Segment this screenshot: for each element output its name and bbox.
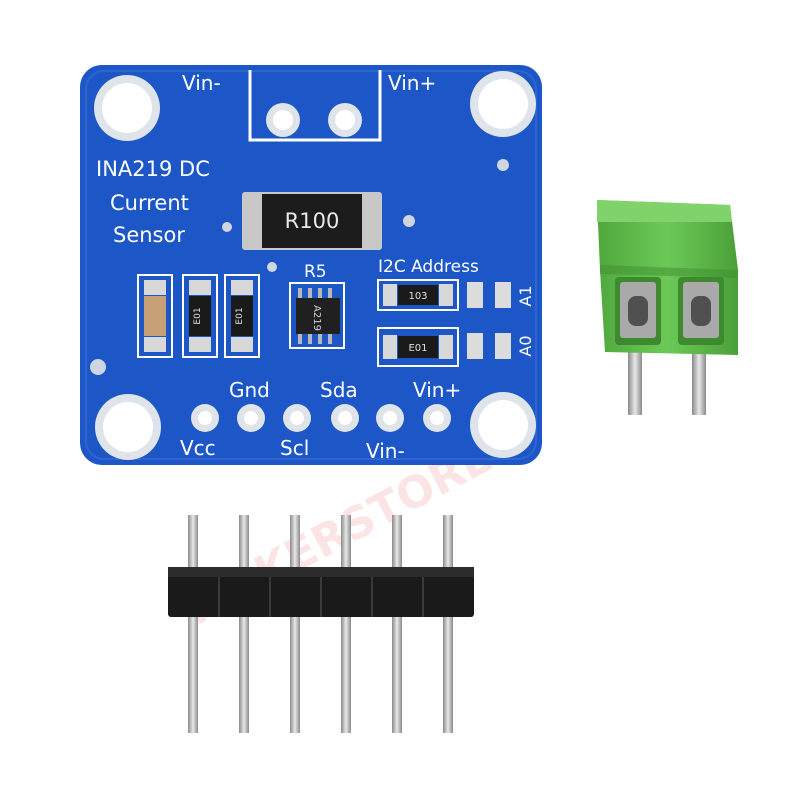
chip-marking: A219 — [311, 305, 322, 331]
label-vin-plus-top: Vin+ — [388, 71, 436, 95]
smd-capacitor-left — [137, 274, 173, 358]
address-resistor-a1: 103 — [377, 279, 459, 311]
board-title-line3: Sensor — [113, 223, 185, 247]
mounting-hole-top-right — [470, 71, 536, 137]
header-pin-2 — [239, 515, 249, 733]
shunt-resistor: R100 — [242, 192, 382, 250]
pin-label-vin-minus: Vin- — [366, 439, 405, 463]
screw-terminal-block — [597, 200, 738, 415]
header-pin-6 — [443, 515, 453, 733]
shunt-ref-label: R5 — [304, 262, 327, 282]
smd-resistor-2: E01 — [224, 274, 260, 358]
ina219-board: Vin- Vin+ INA219 DC Current Sensor R100 … — [80, 65, 542, 465]
i2c-address-label: I2C Address — [378, 257, 479, 277]
mounting-hole-bottom-right — [470, 392, 536, 458]
board-title-line1: INA219 DC — [96, 157, 210, 181]
smd-code-1: E01 — [193, 307, 203, 324]
smd-resistor-1: E01 — [182, 274, 218, 358]
pin-label-vin-plus: Vin+ — [413, 378, 461, 402]
pin-label-sda: Sda — [320, 378, 358, 402]
address-jumper-a0 — [467, 333, 511, 359]
terminal-footprint — [248, 70, 382, 142]
header-pin-5 — [392, 515, 402, 733]
pin-header — [168, 515, 474, 733]
mounting-hole-top-left — [94, 75, 160, 141]
label-vin-minus-top: Vin- — [182, 71, 221, 95]
board-title-line2: Current — [110, 191, 189, 215]
mounting-hole-bottom-left — [95, 394, 161, 460]
address-resistor-a0: E01 — [377, 327, 459, 367]
pin-label-gnd: Gnd — [229, 378, 270, 402]
header-pin-3 — [290, 515, 300, 733]
pin-label-scl: Scl — [280, 436, 309, 460]
smd-code-4: E01 — [408, 343, 427, 354]
header-pin-1 — [188, 515, 198, 733]
shunt-value: R100 — [285, 209, 340, 233]
address-label-a0: A0 — [516, 335, 535, 356]
smd-code-3: 103 — [408, 291, 427, 302]
address-label-a1: A1 — [516, 285, 535, 306]
header-pin-4 — [341, 515, 351, 733]
smd-code-2: E01 — [235, 307, 245, 324]
ina219-chip: A219 — [289, 282, 345, 349]
pin-label-vcc: Vcc — [180, 436, 216, 460]
address-jumper-a1 — [467, 282, 511, 308]
